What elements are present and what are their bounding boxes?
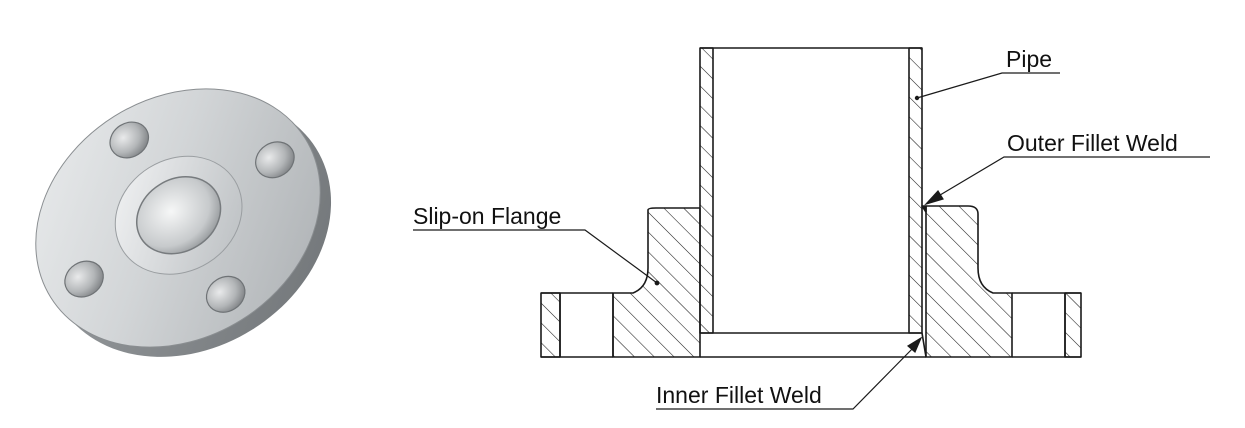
leader-flange-dot <box>654 280 660 286</box>
label-slip-on-flange: Slip-on Flange <box>413 203 561 229</box>
leader-outer-weld <box>929 156 1210 202</box>
leader-outer-weld-arrow <box>924 190 944 206</box>
leaders <box>413 72 1210 410</box>
flange-bore <box>135 176 222 255</box>
bolt-hole-4 <box>64 260 104 298</box>
bolt-hole-3 <box>205 275 246 313</box>
outer-fillet-weld <box>921 205 927 213</box>
label-pipe: Pipe <box>1006 46 1052 72</box>
label-outer-fillet-weld: Outer Fillet Weld <box>1007 130 1178 156</box>
flange-section-right <box>925 205 1013 358</box>
bolt-slot-left <box>540 292 561 358</box>
label-inner-fillet-weld: Inner Fillet Weld <box>656 382 822 408</box>
pipe-wall-right <box>908 47 923 334</box>
bolt-hole-2 <box>255 141 295 179</box>
cross-section-drawing <box>540 47 1082 358</box>
inner-weld-gap <box>921 332 927 358</box>
flange-photo <box>35 88 332 357</box>
bolt-hole-1 <box>109 121 150 159</box>
leader-pipe <box>916 72 1060 99</box>
leader-pipe-dot <box>914 95 920 101</box>
leader-slip-on-flange <box>413 229 658 284</box>
bolt-slot-right <box>1064 292 1082 358</box>
leader-inner-weld-arrow <box>906 336 923 353</box>
pipe-wall-left <box>699 47 714 334</box>
leader-inner-weld <box>656 342 919 410</box>
